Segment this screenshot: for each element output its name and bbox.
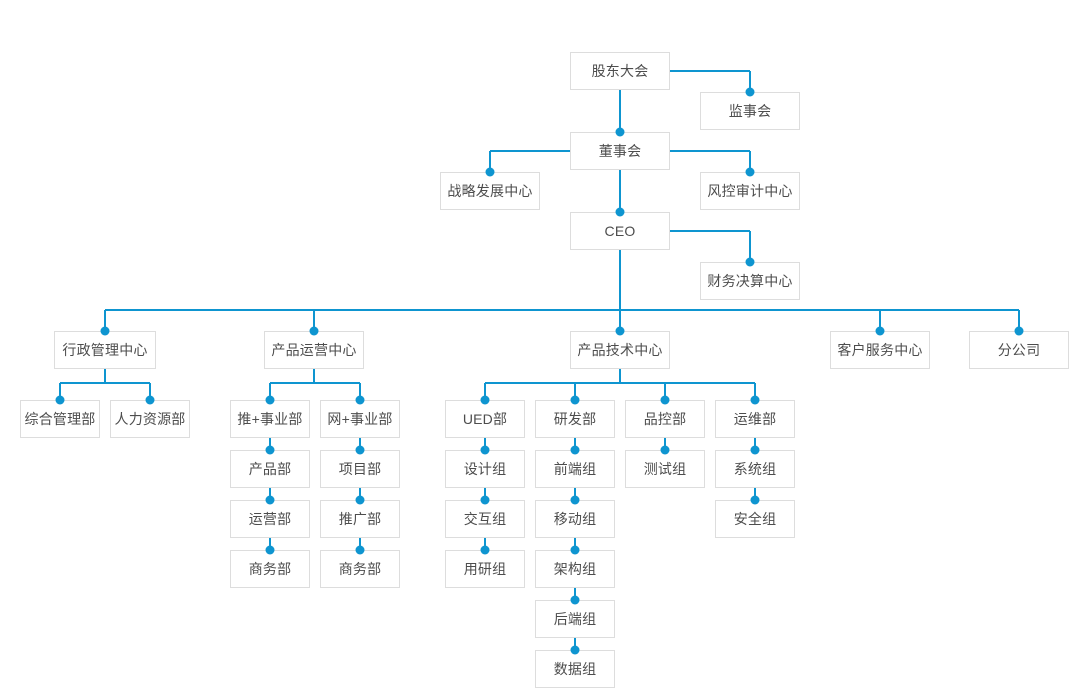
org-node-label: 数据组 bbox=[553, 661, 597, 677]
org-node-n14[interactable]: 人力资源部 bbox=[110, 400, 190, 438]
org-node-label: 综合管理部 bbox=[24, 411, 96, 427]
org-node-n2[interactable]: 监事会 bbox=[700, 92, 800, 130]
org-node-label: 产品技术中心 bbox=[577, 342, 663, 358]
org-node-label: 用研组 bbox=[463, 561, 507, 577]
org-node-n11[interactable]: 客户服务中心 bbox=[830, 331, 930, 369]
org-node-label: 董事会 bbox=[598, 143, 642, 159]
org-node-n4[interactable]: 战略发展中心 bbox=[440, 172, 540, 210]
org-node-n27[interactable]: 研发部 bbox=[535, 400, 615, 438]
org-node-n26[interactable]: 用研组 bbox=[445, 550, 525, 588]
org-node-label: 行政管理中心 bbox=[62, 342, 148, 358]
org-node-label: 商务部 bbox=[338, 561, 382, 577]
org-node-n35[interactable]: 运维部 bbox=[715, 400, 795, 438]
org-node-label: 运营部 bbox=[248, 511, 292, 527]
org-node-n30[interactable]: 架构组 bbox=[535, 550, 615, 588]
org-node-n10[interactable]: 产品技术中心 bbox=[570, 331, 670, 369]
org-node-label: 分公司 bbox=[997, 342, 1041, 358]
org-node-label: 后端组 bbox=[553, 611, 597, 627]
org-node-label: 商务部 bbox=[248, 561, 292, 577]
org-node-n22[interactable]: 商务部 bbox=[320, 550, 400, 588]
org-node-label: 运维部 bbox=[733, 411, 777, 427]
org-node-n28[interactable]: 前端组 bbox=[535, 450, 615, 488]
org-node-label: 系统组 bbox=[733, 461, 777, 477]
org-node-label: 品控部 bbox=[643, 411, 687, 427]
org-node-label: 架构组 bbox=[553, 561, 597, 577]
org-node-n23[interactable]: UED部 bbox=[445, 400, 525, 438]
org-node-label: 监事会 bbox=[728, 103, 772, 119]
org-node-label: 网+事业部 bbox=[327, 411, 393, 427]
org-node-label: 人力资源部 bbox=[114, 411, 186, 427]
org-node-n8[interactable]: 行政管理中心 bbox=[54, 331, 156, 369]
org-node-label: 产品运营中心 bbox=[271, 342, 357, 358]
org-node-n29[interactable]: 移动组 bbox=[535, 500, 615, 538]
org-node-n25[interactable]: 交互组 bbox=[445, 500, 525, 538]
org-node-label: 产品部 bbox=[248, 461, 292, 477]
org-node-n19[interactable]: 网+事业部 bbox=[320, 400, 400, 438]
org-node-label: 股东大会 bbox=[591, 63, 649, 79]
org-node-label: CEO bbox=[604, 223, 636, 239]
org-node-n3[interactable]: 董事会 bbox=[570, 132, 670, 170]
org-node-label: 前端组 bbox=[553, 461, 597, 477]
org-node-label: 交互组 bbox=[463, 511, 507, 527]
org-node-n15[interactable]: 推+事业部 bbox=[230, 400, 310, 438]
org-node-n31[interactable]: 后端组 bbox=[535, 600, 615, 638]
org-node-n33[interactable]: 品控部 bbox=[625, 400, 705, 438]
org-node-n12[interactable]: 分公司 bbox=[969, 331, 1069, 369]
org-node-n37[interactable]: 安全组 bbox=[715, 500, 795, 538]
org-node-n9[interactable]: 产品运营中心 bbox=[264, 331, 364, 369]
org-node-n24[interactable]: 设计组 bbox=[445, 450, 525, 488]
org-node-label: 设计组 bbox=[463, 461, 507, 477]
org-node-label: 安全组 bbox=[733, 511, 777, 527]
org-node-n21[interactable]: 推广部 bbox=[320, 500, 400, 538]
org-node-label: 研发部 bbox=[553, 411, 597, 427]
org-node-n16[interactable]: 产品部 bbox=[230, 450, 310, 488]
org-node-label: 移动组 bbox=[553, 511, 597, 527]
org-node-n36[interactable]: 系统组 bbox=[715, 450, 795, 488]
org-node-n1[interactable]: 股东大会 bbox=[570, 52, 670, 90]
org-node-n18[interactable]: 商务部 bbox=[230, 550, 310, 588]
org-node-label: UED部 bbox=[462, 411, 508, 427]
org-node-n6[interactable]: CEO bbox=[570, 212, 670, 250]
org-node-n34[interactable]: 测试组 bbox=[625, 450, 705, 488]
org-node-n5[interactable]: 风控审计中心 bbox=[700, 172, 800, 210]
org-node-n32[interactable]: 数据组 bbox=[535, 650, 615, 688]
org-node-n7[interactable]: 财务决算中心 bbox=[700, 262, 800, 300]
org-node-label: 财务决算中心 bbox=[707, 273, 793, 289]
org-node-label: 风控审计中心 bbox=[707, 183, 793, 199]
org-node-label: 战略发展中心 bbox=[447, 183, 533, 199]
org-node-label: 推+事业部 bbox=[237, 411, 303, 427]
org-node-label: 推广部 bbox=[338, 511, 382, 527]
org-node-label: 测试组 bbox=[643, 461, 687, 477]
org-node-n13[interactable]: 综合管理部 bbox=[20, 400, 100, 438]
org-node-label: 客户服务中心 bbox=[837, 342, 923, 358]
org-node-label: 项目部 bbox=[338, 461, 382, 477]
org-node-n17[interactable]: 运营部 bbox=[230, 500, 310, 538]
org-node-n20[interactable]: 项目部 bbox=[320, 450, 400, 488]
